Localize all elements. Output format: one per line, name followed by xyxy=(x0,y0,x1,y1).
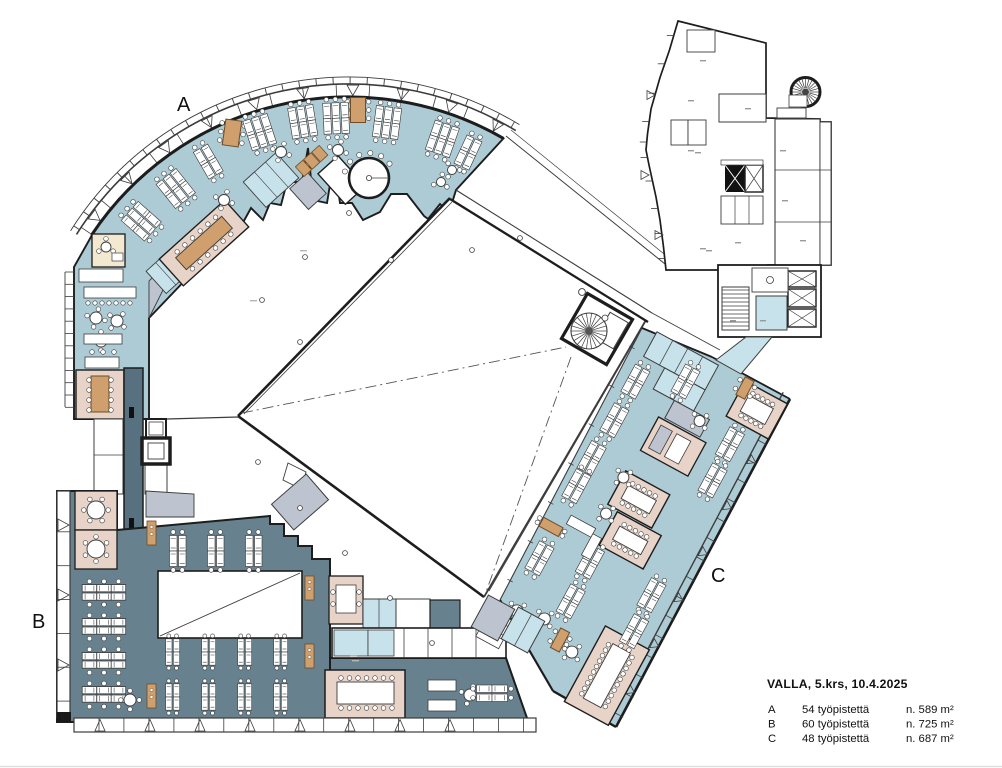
svg-text:B: B xyxy=(32,611,45,633)
svg-text:n. 725 m²: n. 725 m² xyxy=(906,719,954,731)
svg-text:n. 687 m²: n. 687 m² xyxy=(906,733,954,745)
svg-text:n. 589 m²: n. 589 m² xyxy=(906,704,954,716)
svg-text:C: C xyxy=(768,733,776,745)
svg-text:A: A xyxy=(177,94,191,116)
svg-text:VALLA, 5.krs, 10.4.2025: VALLA, 5.krs, 10.4.2025 xyxy=(767,677,908,691)
svg-text:B: B xyxy=(768,719,776,731)
svg-text:A: A xyxy=(768,704,776,716)
svg-text:48 työpistettä: 48 työpistettä xyxy=(802,733,870,745)
svg-text:60 työpistettä: 60 työpistettä xyxy=(802,719,870,731)
svg-text:54 työpistettä: 54 työpistettä xyxy=(802,704,870,716)
svg-text:C: C xyxy=(711,565,725,587)
